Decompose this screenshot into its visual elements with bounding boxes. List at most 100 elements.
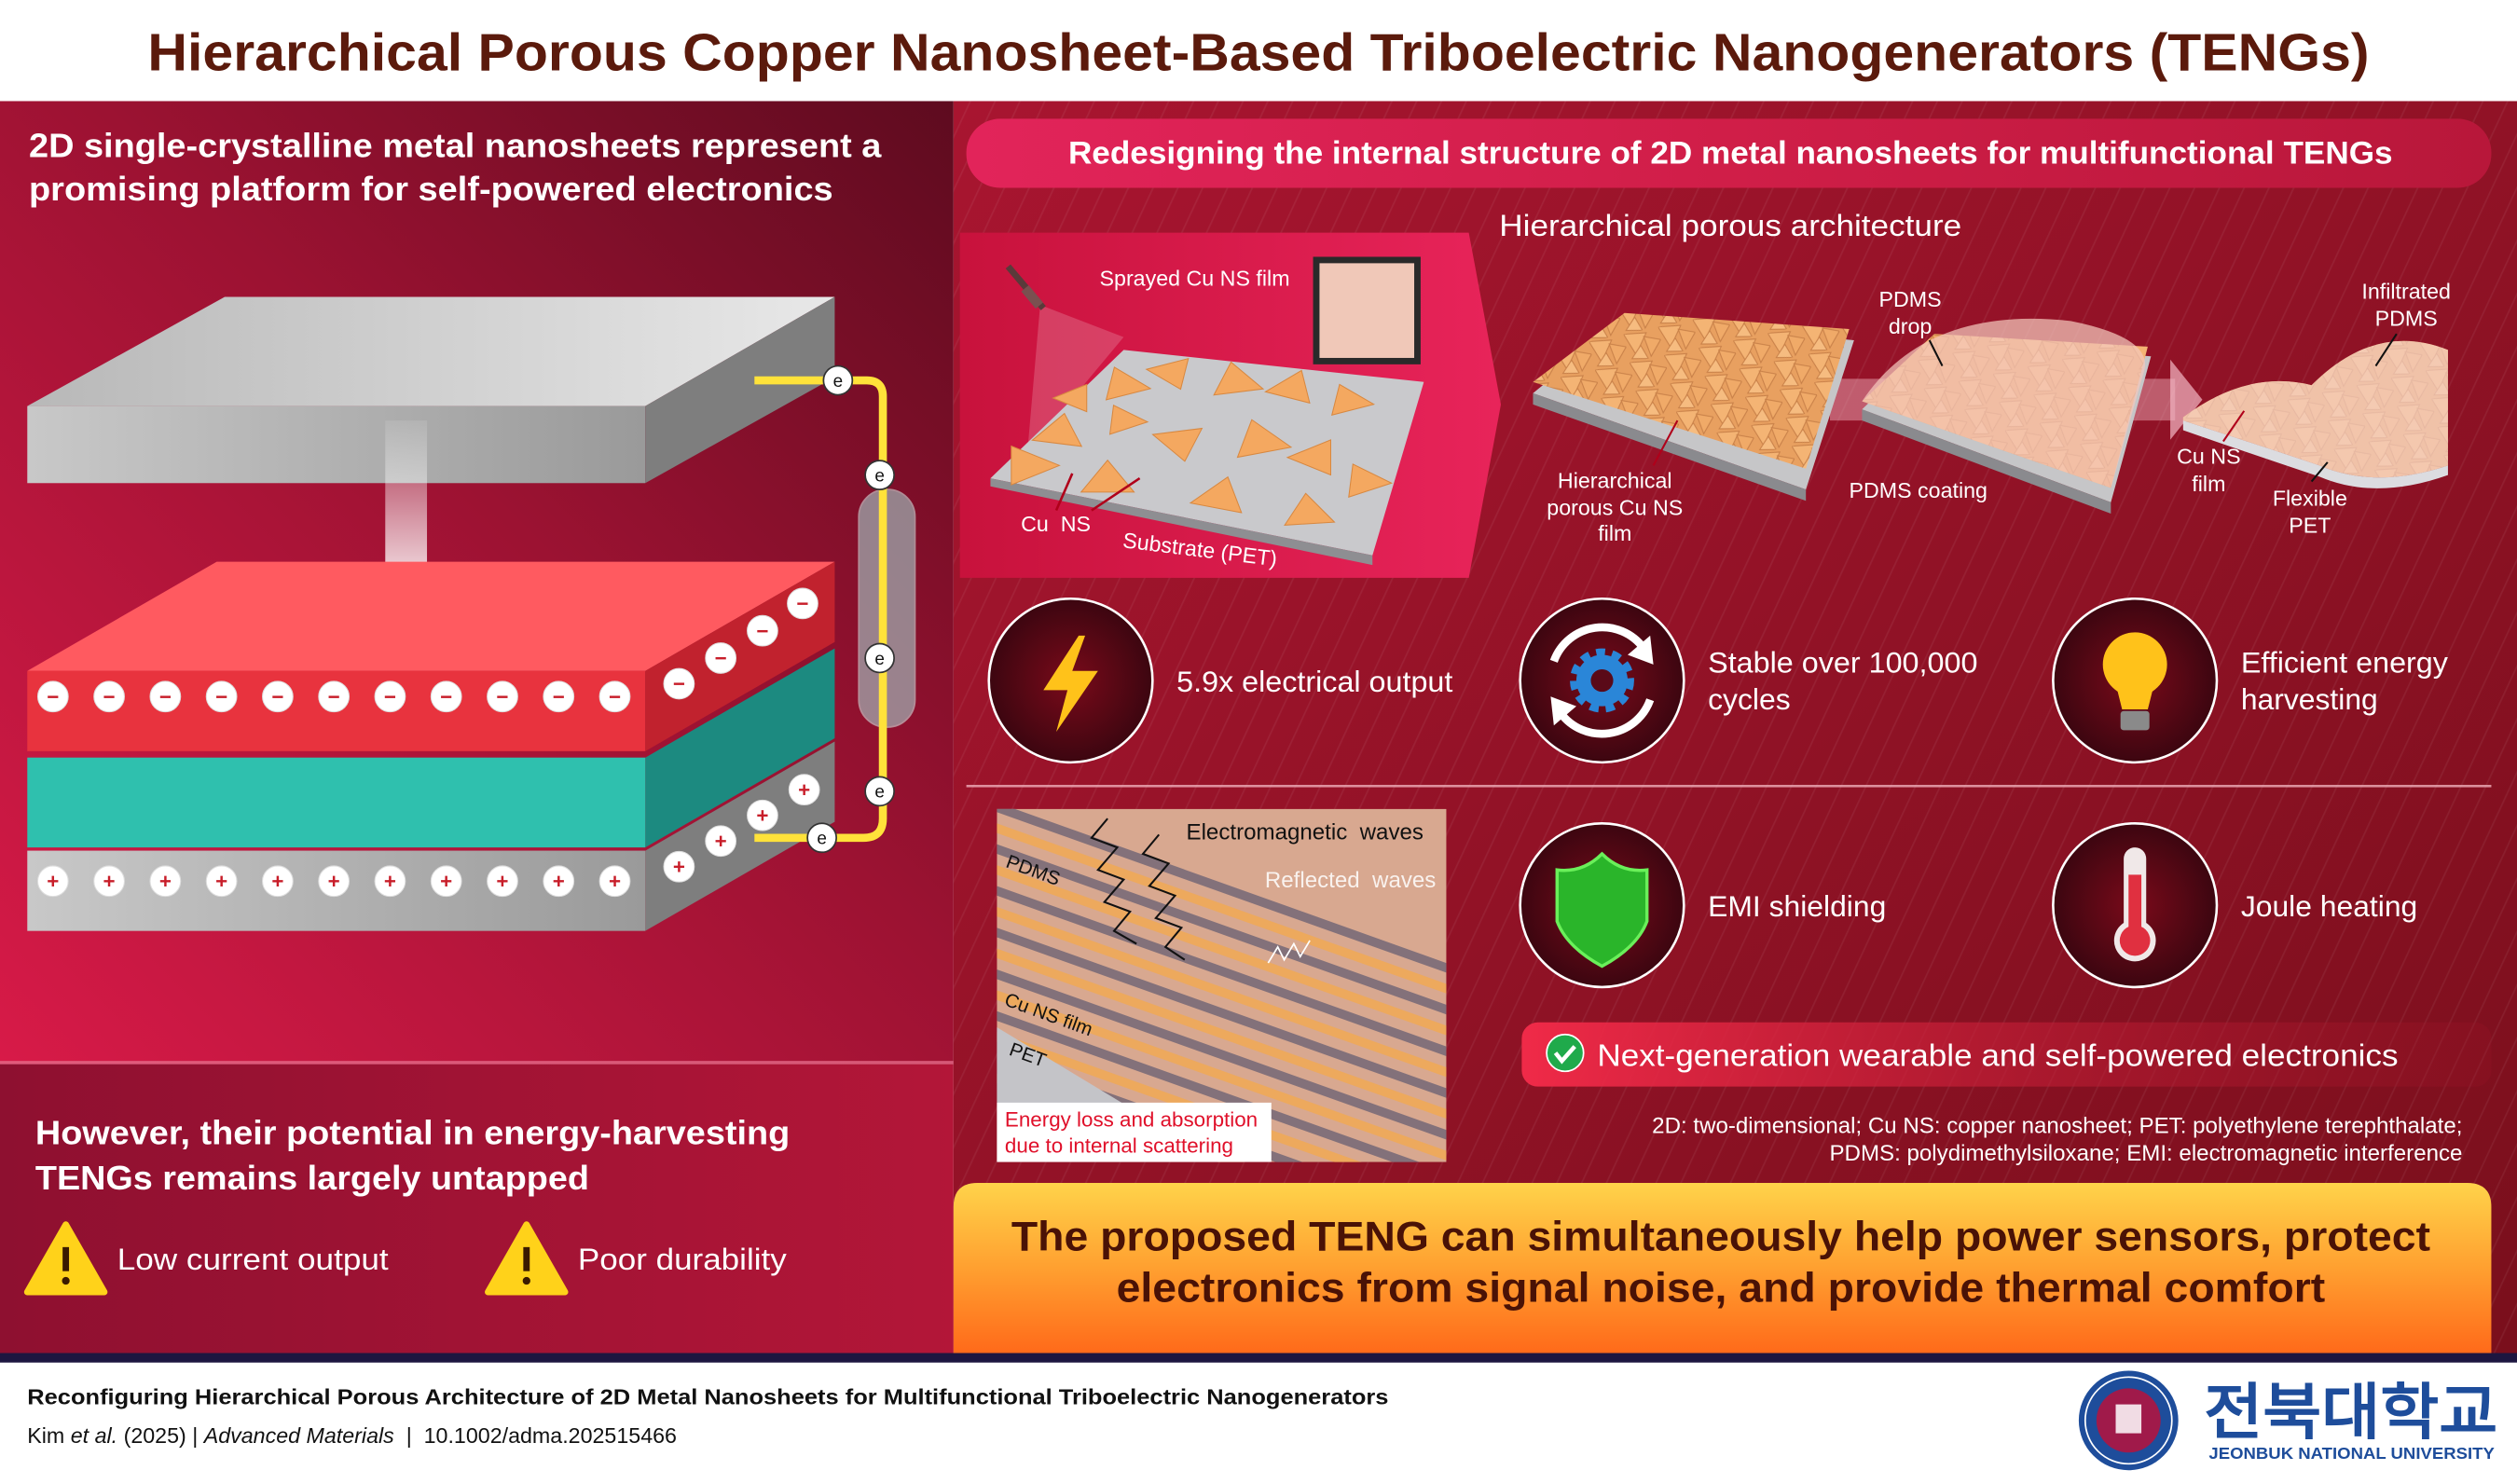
charge-marker: − — [430, 680, 462, 713]
electron: e — [822, 364, 854, 396]
film-layer — [997, 823, 1447, 994]
charge-symbol: + — [384, 870, 396, 893]
charge-marker: + — [36, 865, 69, 898]
charge-marker: − — [487, 680, 518, 713]
charge-marker: + — [747, 799, 778, 831]
charge-marker: + — [430, 865, 462, 898]
charge-symbol: − — [440, 685, 452, 708]
top-electrode-top — [27, 296, 835, 406]
feature-stability: Stable over 100,000 cycles — [1519, 597, 1977, 764]
charge-marker: − — [262, 680, 294, 713]
feature-label: 5.9x electrical output — [1176, 665, 1452, 698]
feature-list: 5.9x electrical output Stable over 100,0… — [987, 597, 2448, 764]
charge-symbol: − — [328, 685, 340, 708]
charge-marker: − — [93, 680, 125, 713]
nanosheet — [1080, 459, 1135, 493]
conclusion-line-2: electronics from signal noise, and provi… — [1117, 1264, 2326, 1311]
page-title: Hierarchical Porous Copper Nanosheet-Bas… — [147, 24, 2369, 83]
warning-label: Poor durability — [578, 1242, 788, 1276]
label-cu-ns-film: film — [2192, 472, 2225, 496]
spray-cone — [1027, 305, 1124, 453]
nanosheet — [1105, 366, 1152, 401]
charge-symbol: + — [553, 870, 565, 893]
film-layer — [997, 990, 1447, 1161]
doi-link[interactable]: | 10.1002/adma.202515466 — [394, 1423, 677, 1448]
charge-marker: − — [705, 642, 737, 674]
charge-marker: − — [149, 680, 182, 713]
charge-marker: + — [93, 865, 125, 898]
charge-marker: + — [262, 865, 294, 898]
em-wave — [1090, 818, 1137, 945]
nanosheet — [1330, 383, 1375, 416]
nanosheet — [1145, 357, 1190, 391]
architecture-title: Hierarchical porous architecture — [1499, 208, 1961, 242]
charge-marker: − — [663, 667, 695, 700]
top-electrode-side — [645, 296, 835, 484]
charge-symbol: − — [159, 685, 172, 708]
label-porous-film: porous Cu NS — [1547, 496, 1683, 520]
electron: e — [864, 776, 895, 807]
nanosheet — [1213, 361, 1265, 396]
footer: Reconfiguring Hierarchical Porous Archit… — [0, 1362, 2517, 1484]
charge-symbol: + — [496, 870, 508, 893]
coated-film-edge — [1862, 409, 2111, 514]
charge-symbol: − — [553, 685, 565, 708]
university-name-english: JEONBUK NATIONAL UNIVERSITY — [2208, 1444, 2495, 1463]
citation: Kim et al. (2025) | Advanced Materials |… — [27, 1423, 677, 1448]
charge-symbol: − — [47, 685, 59, 708]
abbreviations: 2D: two-dimensional; Cu NS: copper nanos… — [1652, 1114, 2462, 1139]
label-flexible-pet: PET — [2289, 514, 2331, 538]
feature-label: Stable over 100,000 — [1708, 645, 1977, 679]
gear-cycle-icon — [1549, 623, 1655, 738]
label-pdms-drop: drop — [1889, 314, 1932, 338]
nanosheet — [1052, 383, 1088, 413]
charge-symbol: + — [609, 870, 621, 893]
charge-symbol: + — [440, 870, 452, 893]
nanosheet — [1108, 404, 1149, 435]
pointer-arrow — [2222, 410, 2246, 443]
next-gen-banner: Next-generation wearable and self-powere… — [1521, 1022, 2492, 1087]
feature-label: cycles — [1708, 682, 1790, 716]
university-seal-logo — [2078, 1370, 2179, 1471]
bottom-electrode-side — [645, 741, 835, 931]
feature-label: Efficient energy — [2241, 645, 2448, 679]
check-icon — [1546, 1033, 1585, 1073]
charge-symbol: − — [271, 685, 283, 708]
journal: Advanced Materials — [202, 1423, 394, 1448]
label-sprayed-film: Sprayed Cu NS film — [1100, 266, 1290, 290]
abbreviations: PDMS: polydimethylsiloxane; EMI: electro… — [1829, 1141, 2462, 1166]
pointer-arrow — [2310, 461, 2329, 483]
electron: e — [864, 642, 895, 674]
charge-marker: + — [374, 865, 406, 898]
film-layer — [997, 948, 1447, 1120]
warning-low-current: Low current output — [23, 1221, 389, 1296]
university-name-korean: 전북대학교 — [2204, 1379, 2497, 1447]
warning-icon — [485, 1221, 569, 1296]
film-layer — [997, 808, 1447, 973]
charge-marker: − — [36, 680, 69, 713]
problem-line-2: TENGs remains largely untapped — [35, 1159, 589, 1197]
intro-line-2: promising platform for self-powered elec… — [29, 170, 833, 208]
charge-marker: + — [543, 865, 575, 898]
charge-marker: + — [663, 850, 695, 883]
label-pdms-coating: PDMS coating — [1849, 478, 1987, 502]
pointer-arrow — [1091, 477, 1141, 512]
lightning-icon — [1043, 635, 1098, 733]
nanosheet — [1348, 463, 1394, 498]
year: (2025) | — [117, 1423, 204, 1448]
conclusion-line-1: The proposed TENG can simultaneously hel… — [1011, 1213, 2430, 1259]
nanosheet — [1284, 492, 1336, 526]
process-arrowhead — [2170, 359, 2203, 440]
section-divider — [966, 784, 2492, 788]
electron: e — [864, 460, 895, 491]
pointer-arrow — [2374, 333, 2398, 367]
feature-label: EMI shielding — [1708, 889, 1886, 923]
charge-marker: − — [205, 680, 238, 713]
flexible-pet — [2182, 420, 2448, 488]
dielectric-side — [645, 648, 835, 848]
porous-film-edge — [1533, 392, 1807, 502]
charge-marker: + — [149, 865, 182, 898]
